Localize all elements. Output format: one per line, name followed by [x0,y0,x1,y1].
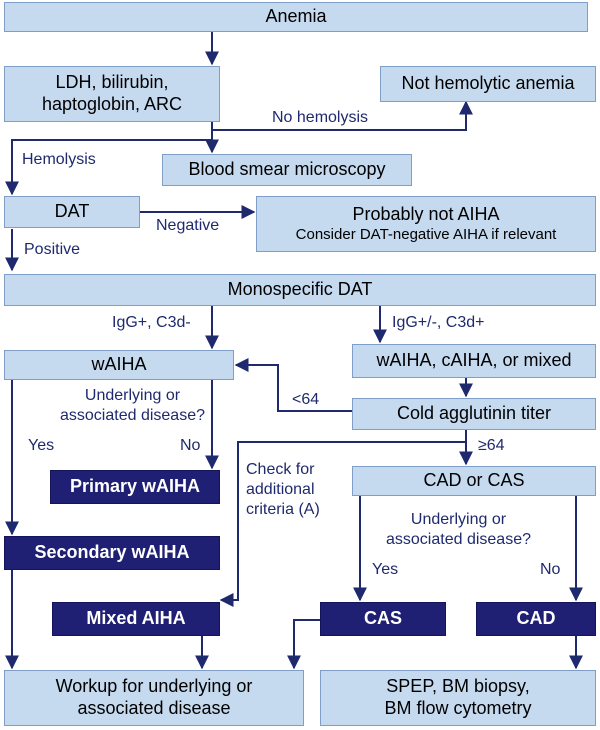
label-positive: Positive [24,241,81,258]
probably-not-aiha-text: Probably not AIHA Consider DAT-negative … [296,204,557,244]
mixed-aiha-box: Mixed AIHA [52,602,220,636]
probably-not-aiha-line-2: Consider DAT-negative AIHA if relevant [295,225,557,243]
monospecific-dat-text: Monospecific DAT [227,279,373,300]
arrow-to-not-hemolytic [212,100,473,131]
cas-box: CAS [320,602,446,636]
arrow-criteria-to-mixed [219,441,466,607]
dat-text: DAT [54,201,90,222]
secondary-waiha-text: Secondary wAIHA [34,542,190,563]
primary-waiha-text: Primary wAIHA [69,476,201,497]
secondary-waiha-box: Secondary wAIHA [4,536,220,570]
workup-text: Workup for underlying or associated dise… [56,676,253,719]
dat-box: DAT [4,196,140,228]
waiha-caiha-mixed-text: wAIHA, cAIHA, or mixed [376,350,572,371]
cad-box: CAD [476,602,596,636]
workup-box: Workup for underlying or associated dise… [4,670,304,726]
label-check-criteria-line-2: additional [246,481,315,498]
label-no-hemolysis: No hemolysis [272,109,369,126]
workup-line-1: Workup for underlying or [55,676,253,697]
label-check-criteria-line-3: criteria (A) [246,501,320,518]
anemia-box: Anemia [4,2,588,32]
blood-smear-text: Blood smear microscopy [188,159,386,180]
spep-line-1: SPEP, BM biopsy, [386,676,530,697]
label-underlying-right: Underlying or associated disease? [386,510,531,550]
label-yes-left: Yes [28,437,55,454]
not-hemolytic-box: Not hemolytic anemia [380,66,596,102]
label-negative: Negative [156,217,220,234]
cad-text: CAD [516,608,556,629]
label-no-left: No [180,437,201,454]
spep-line-2: BM flow cytometry [384,698,532,718]
waiha-box: wAIHA [4,350,234,380]
label-igg-pm-c3d-pos: IgG+/-, C3d+ [392,314,485,331]
labs-line-1: LDH, bilirubin, [55,72,169,93]
labs-text: LDH, bilirubin, haptoglobin, ARC [42,72,182,115]
waiha-text: wAIHA [91,354,147,375]
label-underlying-right-line-2: associated disease? [386,531,531,548]
cad-or-cas-text: CAD or CAS [423,470,525,491]
arrow-cas-to-workup [287,619,320,670]
cold-agglutinin-titer-box: Cold agglutinin titer [352,398,596,430]
label-underlying-left-line-1: Underlying or [84,387,181,404]
label-no-right: No [540,561,561,578]
anemia-text: Anemia [265,6,327,27]
labs-box: LDH, bilirubin, haptoglobin, ARC [4,66,220,122]
labs-line-2: haptoglobin, ARC [41,94,183,114]
cas-text: CAS [363,608,402,629]
waiha-caiha-mixed-box: wAIHA, cAIHA, or mixed [352,344,596,378]
workup-line-2: associated disease [77,698,231,718]
not-hemolytic-text: Not hemolytic anemia [401,73,575,94]
label-lt64: <64 [292,391,320,408]
spep-box: SPEP, BM biopsy, BM flow cytometry [320,670,596,726]
label-igg-pos-c3d-neg: IgG+, C3d- [112,314,191,331]
primary-waiha-box: Primary wAIHA [50,470,220,504]
mixed-aiha-text: Mixed AIHA [86,608,186,629]
label-hemolysis: Hemolysis [22,151,96,168]
cold-agglutinin-titer-text: Cold agglutinin titer [396,403,552,424]
probably-not-aiha-line-1: Probably not AIHA [352,204,500,225]
arrow-hemolysis-to-dat [5,139,212,196]
label-check-criteria-line-1: Check for [246,461,315,478]
label-underlying-right-line-1: Underlying or [410,511,507,528]
cad-or-cas-box: CAD or CAS [352,466,596,496]
spep-text: SPEP, BM biopsy, BM flow cytometry [384,676,531,719]
monospecific-dat-box: Monospecific DAT [4,274,596,306]
label-check-criteria: Check for additional criteria (A) [246,460,320,520]
label-underlying-left-line-2: associated disease? [60,407,205,424]
arrow-titer-lt64-to-waiha [234,358,352,412]
probably-not-aiha-box: Probably not AIHA Consider DAT-negative … [256,196,596,252]
label-ge64: ≥64 [478,437,505,454]
blood-smear-box: Blood smear microscopy [162,154,412,186]
label-underlying-left: Underlying or associated disease? [60,386,205,426]
label-yes-right: Yes [372,561,399,578]
